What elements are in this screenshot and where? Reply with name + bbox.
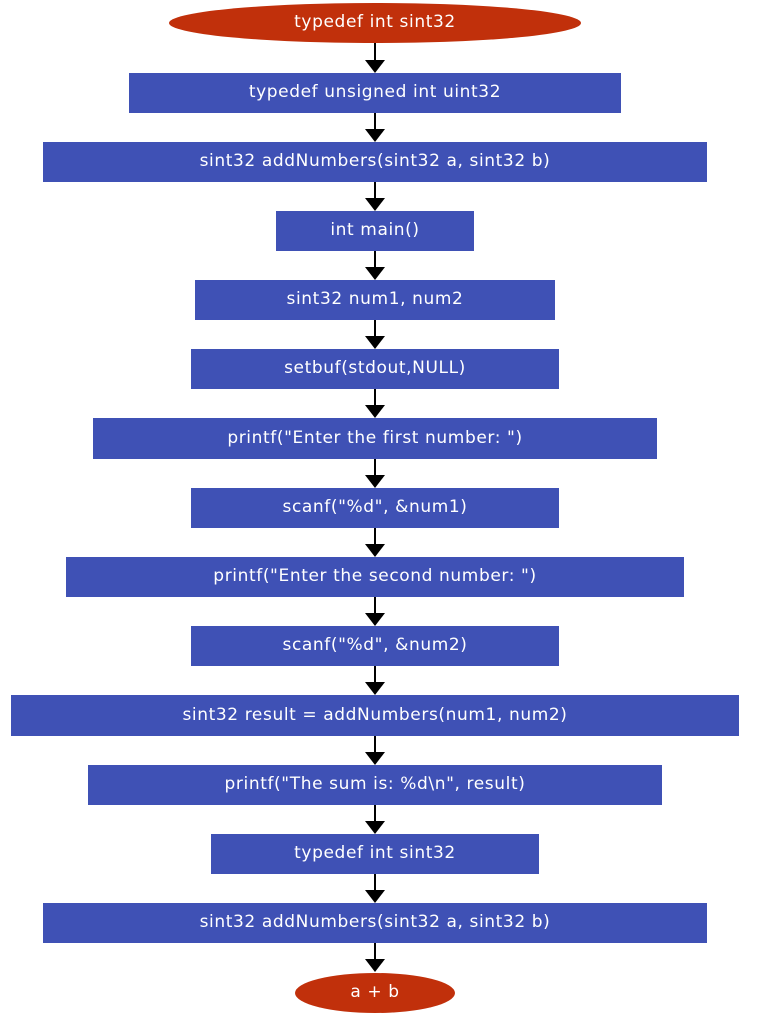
end-node-label: a + b xyxy=(350,982,399,1002)
process-step: printf("Enter the second number: ") xyxy=(66,557,684,597)
connector-arrow xyxy=(365,459,385,488)
process-step: setbuf(stdout,NULL) xyxy=(191,349,559,389)
start-node-label: typedef int sint32 xyxy=(294,12,456,32)
process-step: sint32 num1, num2 xyxy=(195,280,555,320)
process-step: printf("The sum is: %d\n", result) xyxy=(88,765,662,805)
connector-arrow xyxy=(365,805,385,834)
end-node: a + b xyxy=(295,973,455,1013)
connector-arrow xyxy=(365,182,385,211)
connector-arrow xyxy=(365,736,385,765)
process-step: sint32 addNumbers(sint32 a, sint32 b) xyxy=(43,142,707,182)
process-step: sint32 addNumbers(sint32 a, sint32 b) xyxy=(43,903,707,943)
connector-arrow xyxy=(365,251,385,280)
start-node: typedef int sint32 xyxy=(169,3,581,43)
process-step-label: printf("Enter the second number: ") xyxy=(213,566,536,586)
connector-arrow xyxy=(365,43,385,73)
process-step-label: typedef unsigned int uint32 xyxy=(249,82,501,102)
process-step: printf("Enter the first number: ") xyxy=(93,418,657,459)
process-step: scanf("%d", &num2) xyxy=(191,626,559,666)
process-step-label: setbuf(stdout,NULL) xyxy=(284,358,466,378)
connector-arrow xyxy=(365,666,385,695)
process-step-label: typedef int sint32 xyxy=(294,843,456,863)
process-step: typedef unsigned int uint32 xyxy=(129,73,621,113)
process-step-label: sint32 addNumbers(sint32 a, sint32 b) xyxy=(200,151,551,171)
connectors xyxy=(365,43,385,972)
process-step-label: int main() xyxy=(330,220,419,240)
connector-arrow xyxy=(365,943,385,972)
process-step-label: printf("Enter the first number: ") xyxy=(227,428,522,448)
connector-arrow xyxy=(365,528,385,557)
process-step: int main() xyxy=(276,211,474,251)
connector-arrow xyxy=(365,597,385,626)
connector-arrow xyxy=(365,320,385,349)
process-step: scanf("%d", &num1) xyxy=(191,488,559,528)
process-step: sint32 result = addNumbers(num1, num2) xyxy=(11,695,739,736)
process-step: typedef int sint32 xyxy=(211,834,539,874)
connector-arrow xyxy=(365,389,385,418)
process-step-label: scanf("%d", &num1) xyxy=(282,497,467,517)
connector-arrow xyxy=(365,113,385,142)
process-step-label: sint32 result = addNumbers(num1, num2) xyxy=(182,705,567,725)
process-step-label: sint32 num1, num2 xyxy=(287,289,464,309)
process-step-label: sint32 addNumbers(sint32 a, sint32 b) xyxy=(200,912,551,932)
connector-arrow xyxy=(365,874,385,903)
process-step-label: printf("The sum is: %d\n", result) xyxy=(225,774,526,794)
process-step-label: scanf("%d", &num2) xyxy=(282,635,467,655)
